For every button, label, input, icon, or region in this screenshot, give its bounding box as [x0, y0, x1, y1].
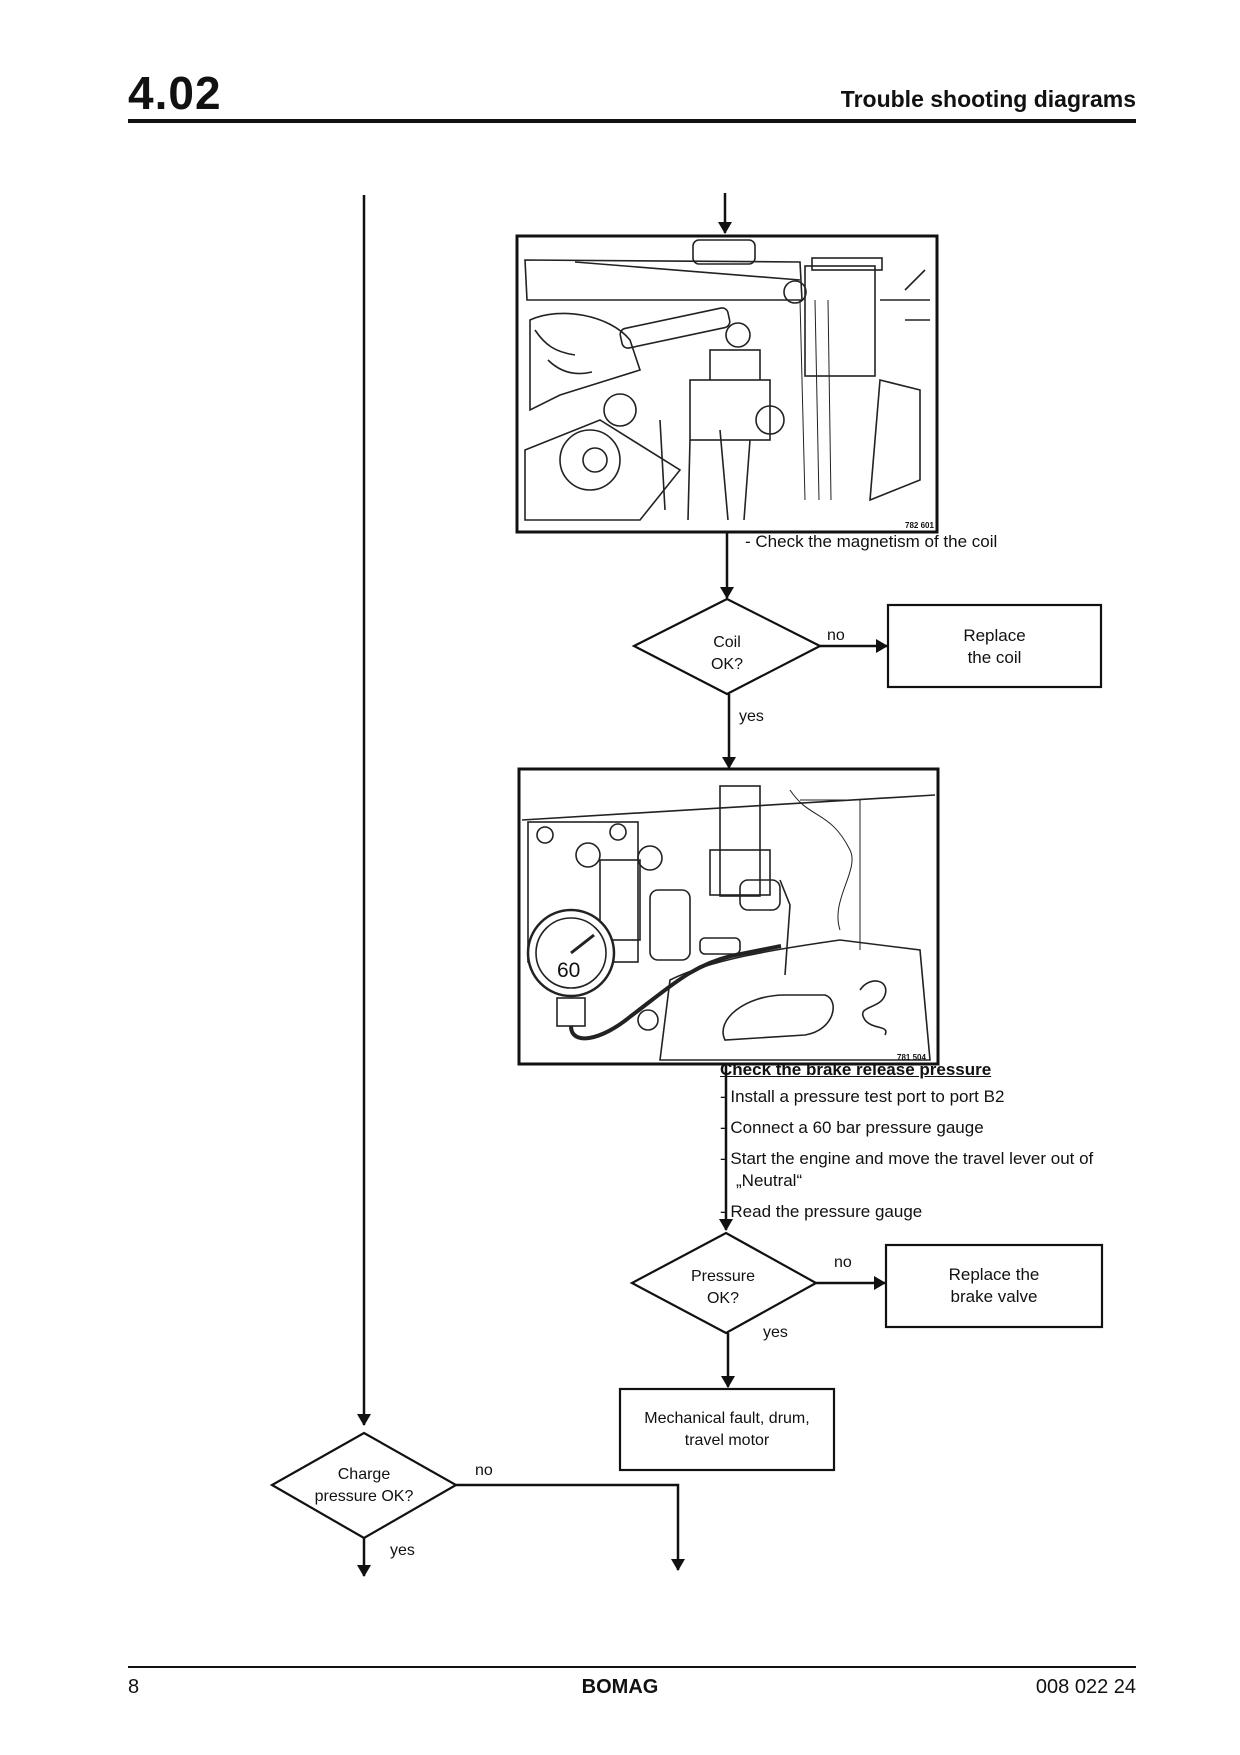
charge-no-label: no — [475, 1462, 493, 1479]
coil-no-label: no — [827, 627, 845, 644]
connector-charge-no — [456, 1483, 685, 1571]
gauge-value: 60 — [557, 959, 581, 982]
brake-step: - Install a pressure test port to port B… — [720, 1087, 1005, 1106]
replace-brake-valve-text: Replace the brake valve — [948, 1265, 1040, 1306]
pressure-decision-diamond — [629, 1231, 819, 1335]
mechanical-fault-box — [618, 1387, 836, 1472]
replace-coil-text: Replace the coil — [963, 626, 1026, 667]
charge-decision-diamond — [269, 1431, 459, 1540]
replace-brake-valve-box — [884, 1243, 1104, 1329]
replace-coil-box — [886, 603, 1103, 689]
photo-top-illustration — [515, 234, 939, 534]
photo-bottom-illustration — [517, 767, 940, 1066]
mechanical-fault-text: Mechanical fault, drum, travel motor — [644, 1410, 810, 1449]
charge-yes-label: yes — [390, 1542, 415, 1559]
brake-step: - Start the engine and move the travel l… — [720, 1149, 1094, 1190]
charge-question: Charge pressure OK? — [314, 1466, 414, 1505]
brake-check-steps: Check the brake release pressure - Insta… — [720, 1060, 1140, 1232]
page-title: Trouble shooting diagrams — [840, 86, 1136, 112]
brake-step: - Read the pressure gauge — [720, 1202, 923, 1221]
footer-rule — [128, 1666, 1136, 1668]
photo-top-caption: - Check the magnetism of the coil — [745, 532, 998, 551]
brake-step: - Connect a 60 bar pressure gauge — [720, 1118, 984, 1137]
pressure-no-label: no — [834, 1254, 852, 1271]
pressure-question: Pressure OK? — [690, 1268, 756, 1307]
page-number: 8 — [128, 1676, 140, 1698]
section-number: 4.02 — [128, 67, 222, 119]
brake-check-heading: Check the brake release pressure — [720, 1060, 992, 1079]
pressure-yes-label: yes — [763, 1324, 788, 1341]
photo-top-id: 782 601 — [905, 521, 934, 530]
header-rule — [128, 119, 1136, 123]
photo-bottom-id: 781 504 — [897, 1053, 926, 1062]
coil-decision-diamond — [631, 597, 823, 696]
footer-brand: BOMAG — [581, 1676, 659, 1698]
coil-question: Coil OK? — [710, 634, 743, 673]
coil-yes-label: yes — [739, 708, 764, 725]
document-number: 008 022 24 — [1035, 1676, 1136, 1698]
